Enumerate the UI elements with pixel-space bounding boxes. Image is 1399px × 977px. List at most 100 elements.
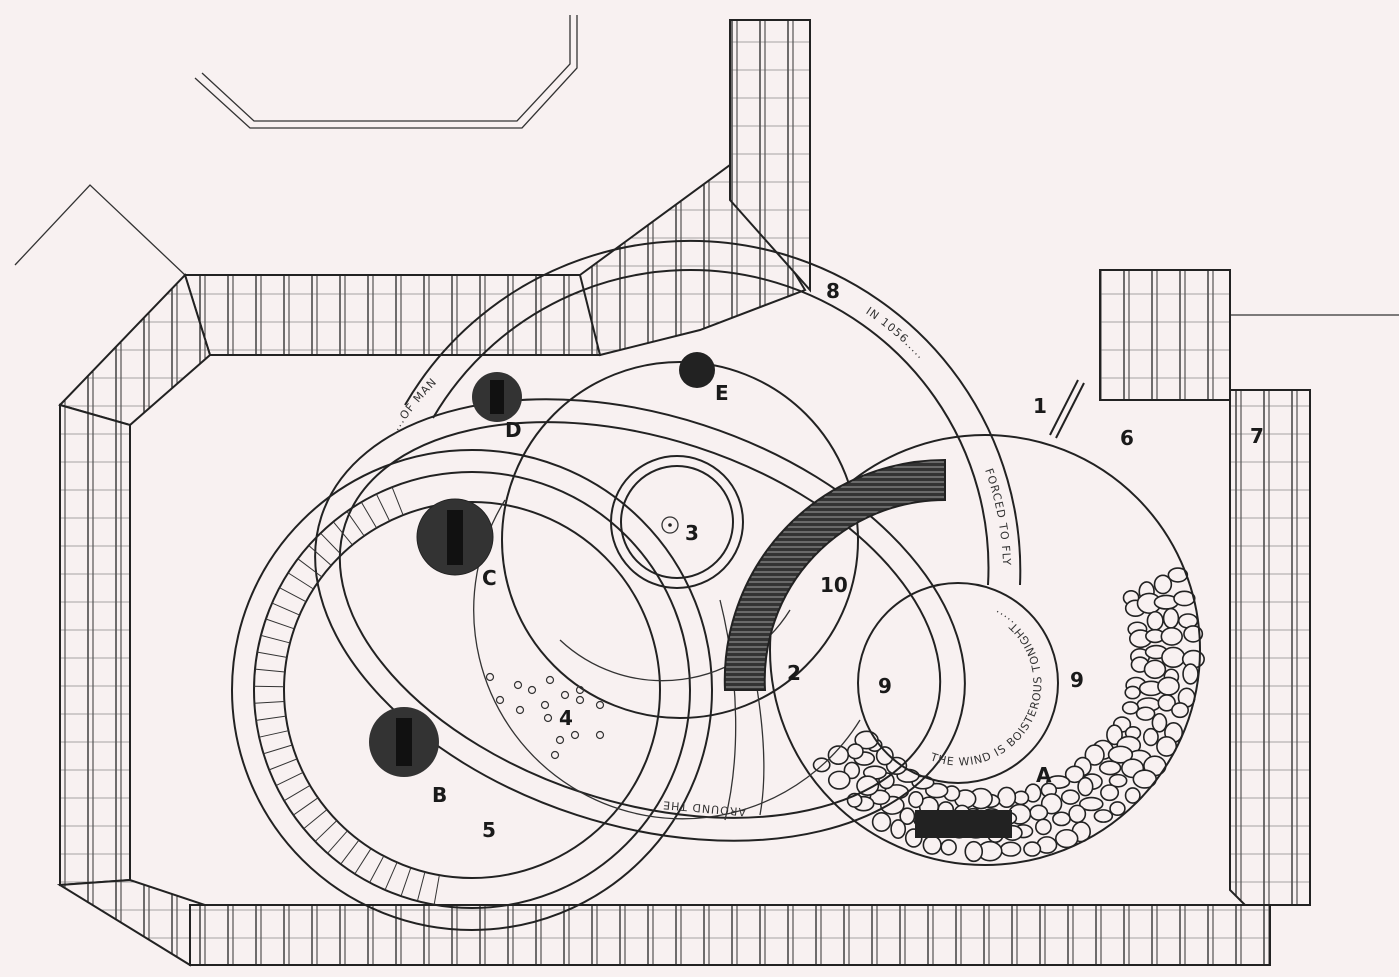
inscription-circle [857, 582, 1059, 784]
cobblestone [1098, 760, 1122, 776]
stair-tread [346, 511, 365, 537]
cobblestone [1078, 796, 1104, 812]
stair-tread [400, 867, 412, 897]
cobblestone [1023, 841, 1042, 857]
label-9-circle: 9 [878, 674, 892, 698]
stepping-stone [595, 700, 605, 710]
cobblestone [827, 745, 850, 765]
stair-tread [308, 545, 332, 566]
label-a: A [1036, 763, 1052, 787]
cobblestone [1093, 809, 1114, 823]
stair-tread [332, 521, 353, 546]
stair-tread [327, 830, 348, 854]
cobblestone [940, 839, 957, 856]
cobblestone [1151, 712, 1168, 733]
stair-tread [416, 871, 426, 902]
cobblestone [875, 746, 894, 766]
cobblestone [1160, 627, 1183, 646]
cobblestone [846, 743, 864, 760]
tree-d [472, 372, 522, 422]
label-4: 4 [559, 706, 573, 730]
cobblestone [899, 807, 916, 825]
cobblestone [827, 770, 851, 790]
stair-tread [320, 532, 342, 556]
cobblestone [1052, 811, 1071, 827]
cobblestone [1161, 646, 1186, 669]
stair-tread [391, 486, 404, 516]
east-circle-outline [769, 434, 1201, 866]
stepping-stone [575, 695, 585, 705]
cobblestone [1121, 701, 1140, 715]
cobblestone [1108, 773, 1128, 788]
label-c: C [482, 566, 497, 590]
stair-tread [260, 634, 291, 644]
central-circle [473, 361, 861, 821]
cobblestone [1153, 574, 1173, 595]
cobblestone [1029, 804, 1049, 821]
stair-tread [384, 862, 398, 891]
stair-tread [360, 501, 378, 529]
cobblestone [1171, 702, 1189, 719]
cobblestone [869, 789, 891, 806]
elliptical-path [314, 398, 966, 842]
stair-tread [283, 784, 311, 802]
stepping-stone [515, 705, 525, 715]
stair-tread [268, 758, 298, 771]
stair-tread [354, 848, 372, 875]
stair-tread [275, 771, 304, 787]
tree-b [369, 707, 439, 777]
cobblestone [1157, 694, 1176, 712]
cobblestone [1034, 818, 1052, 836]
stepping-stone [555, 735, 565, 745]
cobblestone [856, 775, 880, 796]
fountain [610, 455, 744, 589]
label-6: 6 [1120, 426, 1134, 450]
cobblestone [922, 835, 942, 855]
stepping-stone [545, 675, 555, 685]
label-b: B [432, 783, 447, 807]
hatched-seating-wall [723, 458, 946, 691]
cobblestone [1135, 706, 1156, 721]
cobblestone [1000, 841, 1022, 857]
stair-tread [279, 587, 307, 603]
cobblestone [1142, 727, 1159, 747]
cobblestone [1124, 685, 1141, 700]
stair-tread [369, 855, 385, 883]
stair-circle [231, 449, 713, 931]
cobblestone [1183, 625, 1204, 643]
cobblestone [1157, 676, 1180, 696]
gate-1 [1049, 379, 1085, 439]
stair-tread [256, 715, 286, 721]
cobblestone [1109, 801, 1126, 817]
cobblestone [1106, 724, 1123, 746]
stepping-stone [540, 700, 550, 710]
stair-tread [287, 572, 314, 590]
stepping-stone [485, 672, 495, 682]
cobblestone [871, 812, 892, 832]
label-9-paving: 9 [1070, 668, 1084, 692]
stair-tread [263, 744, 293, 755]
perimeter-wall [56, 19, 1311, 967]
stair-tread [259, 730, 289, 738]
stepping-stone [550, 750, 560, 760]
label-3: 3 [685, 521, 699, 545]
cobblestone [1100, 784, 1120, 802]
stair-tread [375, 493, 391, 522]
cobblestone [908, 791, 924, 809]
stair-tread [433, 875, 440, 905]
stepping-stone [570, 730, 580, 740]
cobblestone [1146, 610, 1164, 631]
stair-tread [297, 558, 323, 578]
stepping-stone [495, 695, 505, 705]
inscription-ellipse-bottom: AROUND THE [662, 798, 747, 818]
label-1: 1 [1033, 394, 1047, 418]
cobblestone [1182, 663, 1199, 685]
stair-tread [254, 668, 285, 673]
inscription-circle-nine: THE WIND IS BOISTEROUS TONIGHT..... [928, 607, 1045, 769]
cobblestone [1054, 828, 1079, 849]
cobblestone [1124, 787, 1141, 804]
cobblestone [1064, 765, 1085, 784]
cobblestone [1162, 607, 1180, 629]
label-7: 7 [1250, 424, 1264, 448]
cobblestone [1143, 659, 1167, 680]
